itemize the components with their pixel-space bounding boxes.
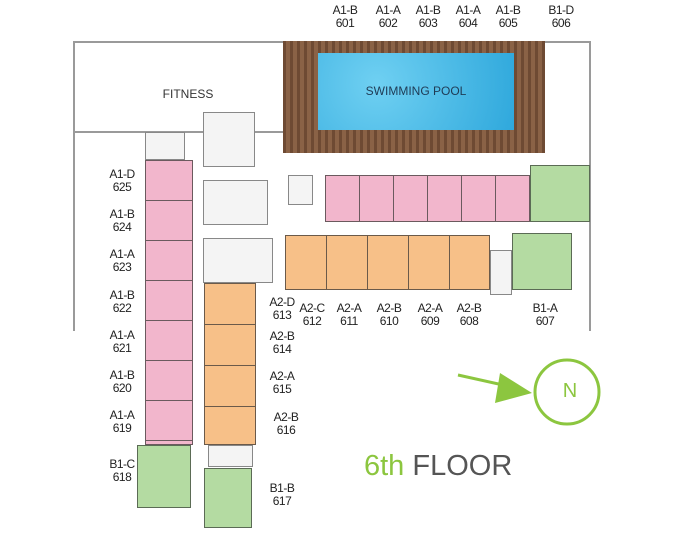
unit-block-a2-west[interactable] (204, 283, 256, 445)
unit-606[interactable] (530, 165, 590, 222)
fitness-room: FITNESS (73, 41, 303, 133)
elevator-core (203, 180, 268, 225)
stair-core-3 (490, 250, 512, 295)
elevator-core-2 (203, 238, 273, 283)
unit-block-a2-north[interactable] (285, 235, 490, 290)
fitness-label: FITNESS (162, 87, 214, 101)
stair-core-2 (288, 175, 313, 205)
compass-label: N (562, 380, 578, 402)
floor-title: 6th FLOOR (364, 450, 512, 483)
unit-617[interactable] (204, 468, 252, 528)
pool-label: SWIMMING POOL (365, 84, 467, 98)
unit-607[interactable] (512, 233, 572, 290)
swimming-pool: SWIMMING POOL (318, 53, 514, 130)
floor-number: 6th (364, 450, 405, 482)
unit-block-a1-west[interactable] (145, 160, 193, 445)
lobby-core (203, 112, 255, 167)
floor-word: FLOOR (412, 450, 513, 482)
stair-core-4 (208, 445, 253, 467)
unit-block-a1-north[interactable] (325, 175, 530, 222)
unit-618[interactable] (137, 445, 191, 508)
stair-core (145, 132, 185, 160)
north-arrow-icon (457, 358, 601, 426)
